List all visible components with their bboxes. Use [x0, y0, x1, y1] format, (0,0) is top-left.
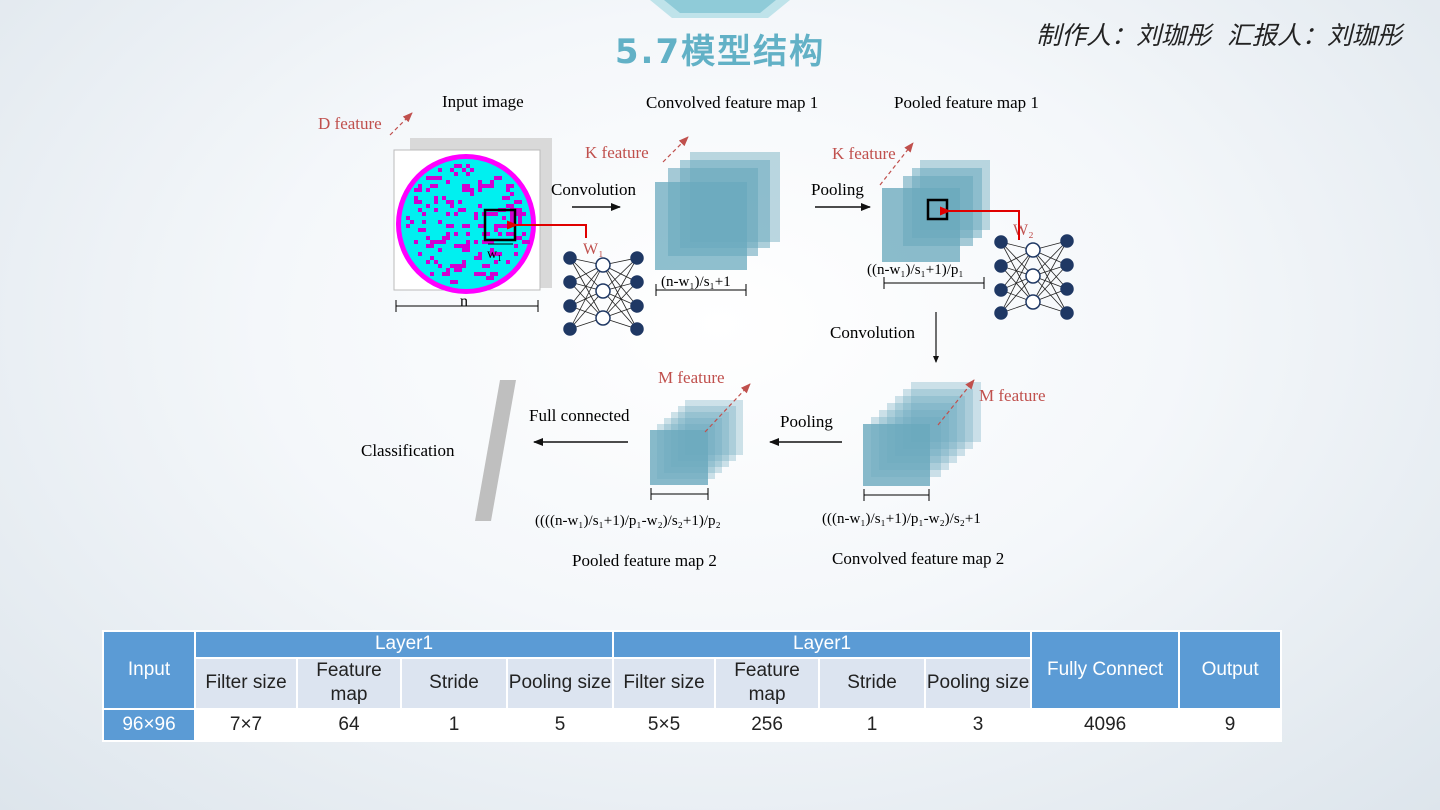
input-image-label: Input image [442, 92, 524, 111]
wafer-image [396, 154, 536, 294]
cell-stride-2: 1 [818, 708, 927, 743]
conv1-dimension-label: (n-w₁)/s₁+1 [661, 274, 731, 290]
cell-filter-size-1: 7×7 [194, 708, 298, 743]
pool2-dimension-label: ((((n-w₁)/s₁+1)/p₁-w₂)/s₂+1)/p₂ [535, 513, 721, 529]
w1-label: w₁ [487, 247, 502, 262]
cell-input: 96×96 [102, 708, 196, 743]
table-row: 96×96 7×7 64 1 5 5×5 256 1 3 4096 9 [102, 708, 1283, 743]
neural-net-w2 [994, 234, 1074, 320]
m-feature-label-2: M feature [979, 386, 1046, 405]
cell-pooling-size-2: 3 [924, 708, 1033, 743]
fully-connected-bar [475, 380, 516, 521]
convolution-1-label: Convolution [551, 180, 637, 199]
m-feature-arrow-2 [937, 379, 975, 426]
authors-line: 制作人：刘珈彤 汇报人：刘珈彤 [1036, 21, 1402, 50]
model-spec-table: Input Layer1 Layer1 Fully Connect Output… [102, 629, 1283, 743]
subheader-pooling-size-2: Pooling size [924, 656, 1033, 711]
cnn-diagram: w₁ n Input image D feature Convolution (… [318, 92, 1074, 570]
w1-red-arrow [507, 220, 587, 238]
k-feature-label-1: K feature [585, 143, 649, 162]
pool1-dimension-label: ((n-w₁)/s₁+1)/p₁ [867, 262, 964, 278]
subheader-stride-1: Stride [400, 656, 508, 711]
top-decoration [650, 0, 790, 18]
cell-filter-size-2: 5×5 [612, 708, 717, 743]
header-layer1-b: Layer1 [612, 630, 1033, 659]
k-feature-arrow-1 [662, 136, 689, 163]
W1-label: W₁ [583, 241, 604, 258]
subheader-filter-size-2: Filter size [612, 656, 717, 711]
k-feature-arrow-2 [879, 142, 914, 186]
input-image-group: w₁ n [393, 138, 552, 312]
header-output: Output [1178, 629, 1283, 711]
cell-feature-map-2: 256 [714, 708, 821, 743]
d-feature-label: D feature [318, 114, 382, 133]
pooled-map-1-label: Pooled feature map 1 [894, 93, 1039, 112]
pooling-2-label: Pooling [780, 412, 833, 431]
k-feature-label-2: K feature [832, 144, 896, 163]
convolved-map-2-label: Convolved feature map 2 [832, 549, 1004, 568]
m-feature-arrow-1 [704, 383, 751, 433]
cell-feature-map-1: 64 [296, 708, 402, 743]
full-connected-label: Full connected [529, 406, 630, 425]
w2-red-arrow [940, 206, 1020, 240]
subheader-pooling-size-1: Pooling size [505, 656, 615, 711]
convolved-map-1-label: Convolved feature map 1 [646, 93, 818, 112]
cell-stride-1: 1 [400, 708, 508, 743]
classification-label: Classification [361, 441, 455, 460]
subheader-stride-2: Stride [818, 656, 927, 711]
header-layer1-a: Layer1 [193, 630, 615, 659]
page-title: 5.7模型结构 [614, 32, 826, 72]
cell-pooling-size-1: 5 [505, 708, 615, 743]
cell-output: 9 [1178, 708, 1283, 743]
W2-label: W₂ [1013, 222, 1034, 239]
cell-fully-connect: 4096 [1030, 708, 1181, 743]
convolved-feature-map-1 [655, 152, 780, 296]
header-input: Input [102, 629, 196, 711]
pooled-map-2-label: Pooled feature map 2 [572, 551, 717, 570]
subheader-filter-size-1: Filter size [194, 656, 298, 711]
m-feature-label-1: M feature [658, 368, 725, 387]
d-feature-arrow [389, 112, 413, 136]
pooled-feature-map-2 [650, 400, 743, 485]
neural-net-w1 [563, 251, 644, 336]
convolved-feature-map-2 [863, 382, 981, 486]
n-label: n [460, 293, 468, 310]
subheader-feature-map-2: Feature map [714, 656, 821, 711]
pooled-feature-map-1 [882, 160, 990, 289]
subheader-feature-map-1: Feature map [296, 656, 402, 711]
convolution-2-label: Convolution [830, 323, 916, 342]
header-fully-connect: Fully Connect [1030, 629, 1181, 711]
pooling-1-label: Pooling [811, 180, 864, 199]
conv2-dimension-label: (((n-w₁)/s₁+1)/p₁-w₂)/s₂+1 [822, 511, 981, 527]
